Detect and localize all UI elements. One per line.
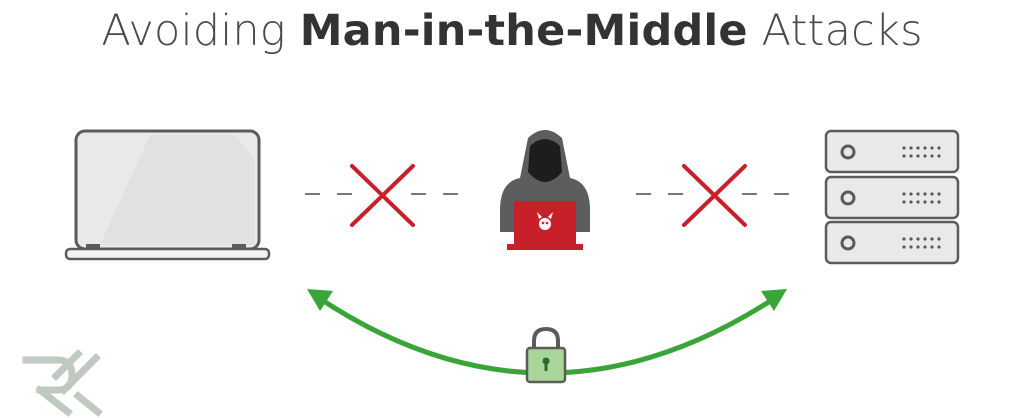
laptop-icon <box>64 129 271 261</box>
server-unit <box>824 175 960 220</box>
blocked-x-icon <box>350 164 415 227</box>
hacker-icon <box>500 130 590 250</box>
arrowhead-left <box>307 289 333 311</box>
page-title: Avoiding Man-in-the-Middle Attacks <box>0 6 1024 56</box>
title-emphasis: Man-in-the-Middle <box>299 6 748 56</box>
devil-icon <box>537 212 553 230</box>
server-unit <box>824 129 960 174</box>
arrowhead-right <box>761 289 787 311</box>
blocked-x-icon <box>682 164 747 227</box>
server-icon <box>824 129 960 265</box>
padlock-icon <box>525 326 567 384</box>
title-suffix: Attacks <box>747 6 923 56</box>
title-prefix: Avoiding <box>101 6 300 56</box>
server-unit <box>824 220 960 265</box>
rk-logo <box>22 349 103 417</box>
